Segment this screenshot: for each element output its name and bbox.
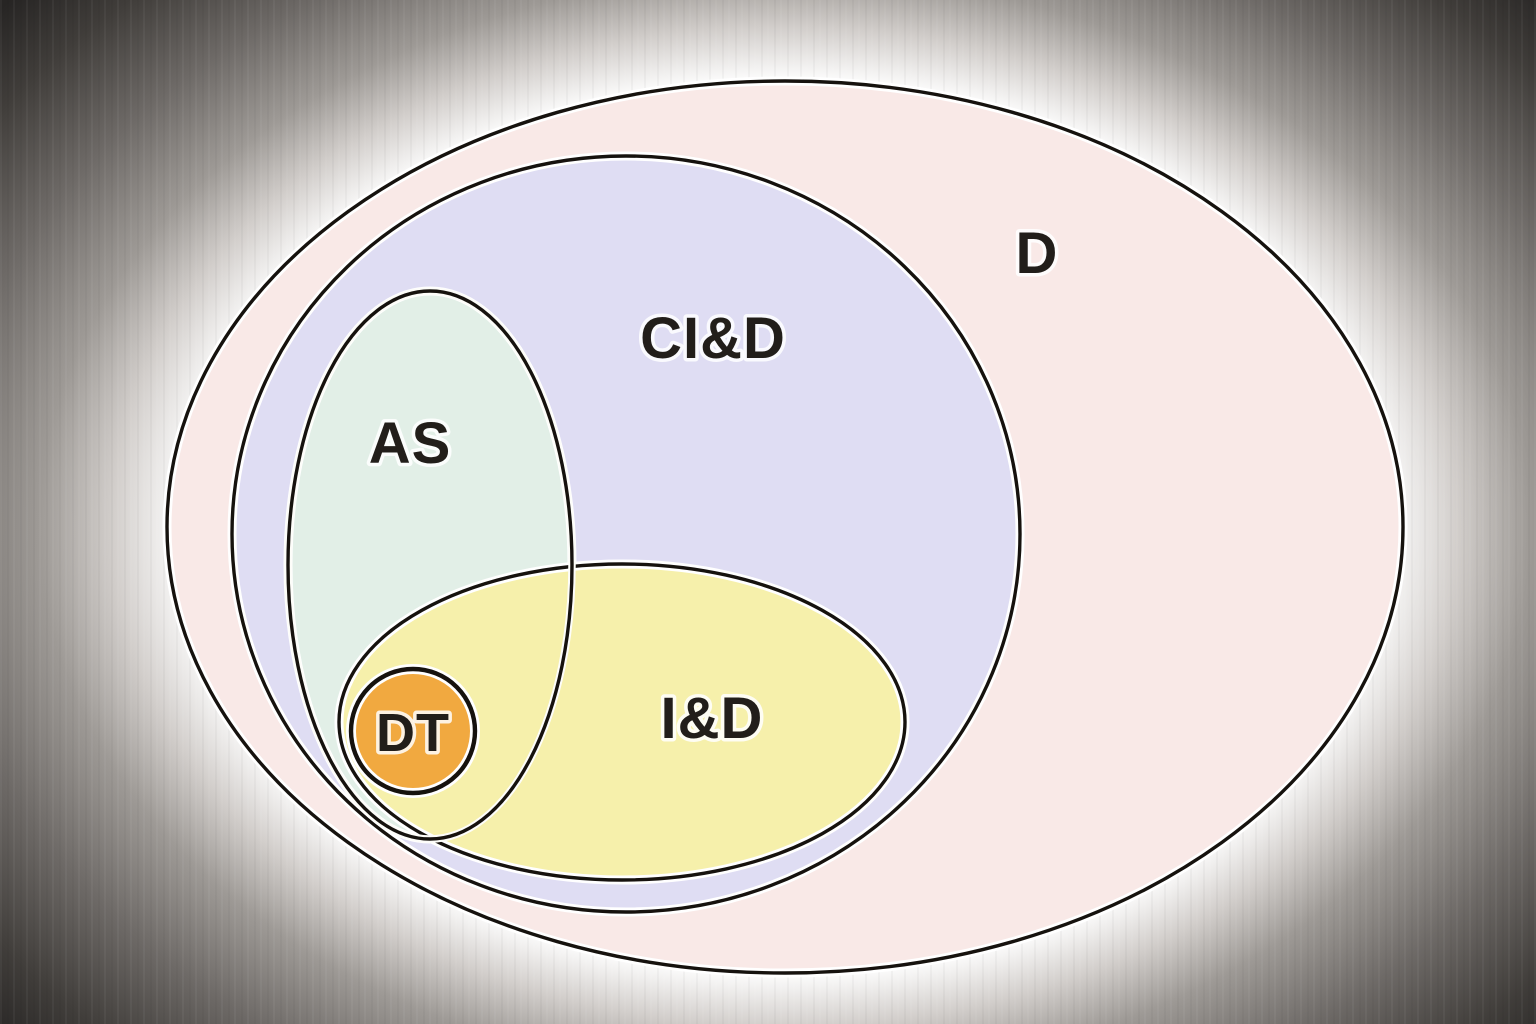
- set-dt-label: DT: [376, 703, 450, 763]
- set-id: [334, 559, 910, 885]
- set-cid-label: CI&D: [640, 306, 786, 371]
- set-id-outline: [337, 562, 907, 882]
- set-as-label: AS: [369, 411, 452, 476]
- set-d-outline: [165, 79, 1405, 975]
- set-as-outline-top: [286, 289, 574, 841]
- set-dt-outline: [348, 666, 478, 796]
- set-dt: [346, 664, 480, 798]
- set-d-label: D: [1016, 221, 1059, 286]
- set-id-label: I&D: [661, 686, 764, 751]
- set-as-outline-overlay: [284, 287, 576, 843]
- set-cid-outline: [230, 154, 1022, 914]
